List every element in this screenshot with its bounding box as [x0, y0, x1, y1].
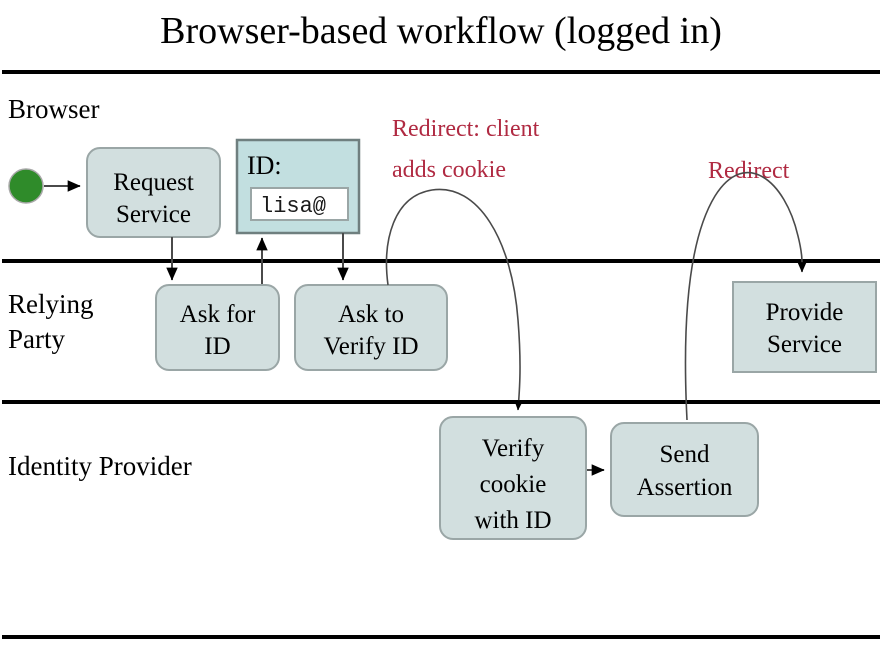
node-ask-to-verify-id-line1: Ask to [338, 301, 404, 328]
node-ask-to-verify-id-line2: Verify ID [323, 333, 418, 360]
node-send-assertion[interactable] [610, 422, 759, 517]
node-ask-for-id[interactable] [155, 284, 280, 371]
node-verify-cookie[interactable] [439, 416, 587, 540]
page-title: Browser-based workflow (logged in) [160, 10, 722, 52]
node-send-assertion-line2: Assertion [637, 474, 733, 501]
id-dialog-input-value: lisa@ [260, 194, 326, 219]
lane-label-relying-party-line1: Relying [8, 289, 94, 319]
node-verify-cookie-line2: cookie [480, 471, 547, 498]
arrow-redirect-to-provide-service [684, 171, 807, 421]
node-provide-service-line2: Service [767, 331, 842, 358]
id-dialog-title: ID: [247, 151, 282, 180]
arrow-redirect-client-adds-cookie [385, 188, 524, 411]
node-request-service[interactable] [86, 147, 221, 238]
annotation-redirect-cookie-line1: Redirect: client [392, 116, 540, 142]
node-send-assertion-line1: Send [660, 441, 711, 468]
annotation-redirect-line1: Redirect [708, 158, 790, 184]
start-node [8, 168, 44, 204]
lane-label-relying-party-line2: Party [8, 324, 65, 354]
lane-label-identity-provider: Identity Provider [8, 451, 192, 481]
node-verify-cookie-line1: Verify [482, 435, 545, 462]
node-provide-service-line1: Provide [766, 299, 844, 326]
node-ask-to-verify-id[interactable] [294, 284, 448, 371]
node-provide-service[interactable] [732, 281, 877, 373]
id-dialog-input[interactable] [250, 187, 349, 221]
lane-label-browser: Browser [8, 94, 99, 124]
annotation-redirect-cookie-line2: adds cookie [392, 157, 506, 183]
node-ask-for-id-line2: ID [204, 333, 230, 360]
node-request-service-line1: Request [113, 169, 194, 196]
node-request-service-line2: Service [116, 201, 191, 228]
node-verify-cookie-line3: with ID [474, 507, 551, 534]
node-ask-for-id-line1: Ask for [180, 301, 256, 328]
